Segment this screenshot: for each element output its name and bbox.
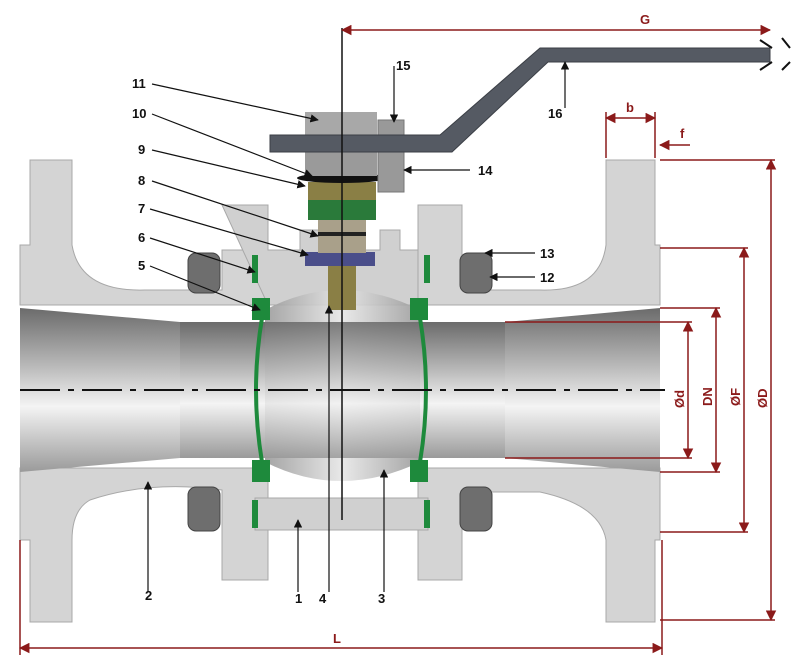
part-label-9: 9 xyxy=(138,142,145,157)
bore xyxy=(20,290,660,481)
handle-lever xyxy=(269,47,771,153)
right-flange-lower xyxy=(417,467,661,623)
part-label-16: 16 xyxy=(548,106,562,121)
dim-label-b: b xyxy=(626,100,634,115)
bottom-seal-left xyxy=(252,500,258,528)
right-flange xyxy=(417,159,661,306)
part-label-1: 1 xyxy=(295,591,302,606)
leader-lines xyxy=(143,61,570,592)
body-seal-left xyxy=(252,255,258,283)
seat-left-top xyxy=(252,298,270,320)
valve-body xyxy=(19,159,661,623)
thrust-washer xyxy=(305,252,375,266)
left-flange-lower xyxy=(19,467,269,623)
bottom-seal-right xyxy=(424,500,430,528)
part-label-2: 2 xyxy=(145,588,152,603)
seat-right-top xyxy=(410,298,428,320)
part-label-10: 10 xyxy=(132,106,146,121)
part-label-13: 13 xyxy=(540,246,554,261)
bolt-bottom-left xyxy=(187,486,221,532)
left-flange xyxy=(19,159,269,306)
part-label-4: 4 xyxy=(319,591,327,606)
part-label-5: 5 xyxy=(138,258,145,273)
dimension-lines xyxy=(18,24,777,655)
handle-break-mark xyxy=(759,37,791,71)
part-label-3: 3 xyxy=(378,591,385,606)
part-label-7: 7 xyxy=(138,201,145,216)
body-seal-right xyxy=(424,255,430,283)
bolt-top-right xyxy=(459,252,493,294)
dim-label-g: G xyxy=(640,12,650,27)
bolts xyxy=(187,252,493,532)
seat-left-bottom xyxy=(252,460,270,482)
dim-label-f-diameter: ØF xyxy=(728,388,743,406)
bolt-bottom-right xyxy=(459,486,493,532)
part-label-12: 12 xyxy=(540,270,554,285)
stem-nut-lower xyxy=(305,150,377,176)
part-label-8: 8 xyxy=(138,173,145,188)
dim-label-d: Ød xyxy=(672,390,687,408)
part-label-6: 6 xyxy=(138,230,145,245)
part-label-11: 11 xyxy=(132,76,146,91)
seat-right-bottom xyxy=(410,460,428,482)
part-label-14: 14 xyxy=(478,163,493,178)
dim-label-d-diameter: ØD xyxy=(755,389,770,409)
stop-bracket xyxy=(377,119,405,193)
dim-label-f: f xyxy=(680,126,685,141)
dim-label-dn: DN xyxy=(700,387,715,406)
dim-label-l: L xyxy=(333,631,341,646)
part-label-15: 15 xyxy=(396,58,410,73)
bolt-top-left xyxy=(187,252,221,294)
